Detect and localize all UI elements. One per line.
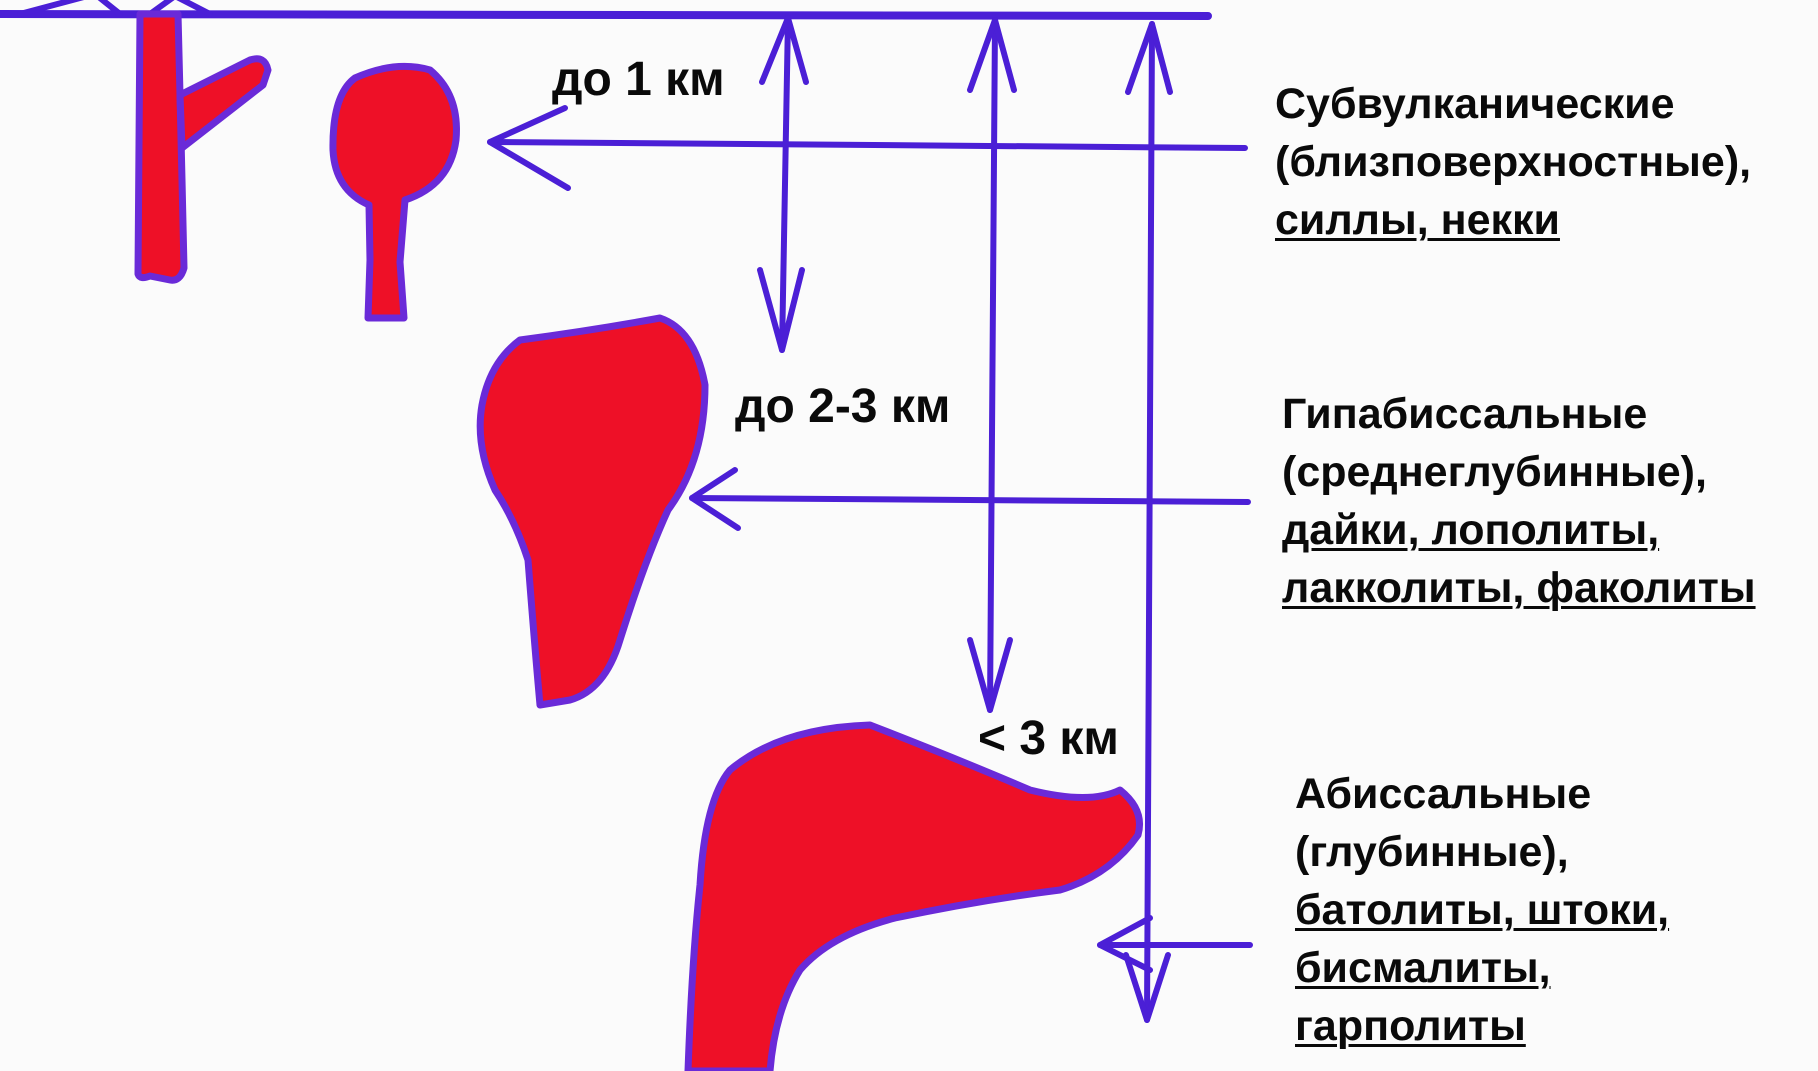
depth-label-3km: < 3 км — [978, 715, 1119, 763]
arrow-2-3km-shaft — [990, 20, 995, 710]
depth-label-2-3km: до 2-3 км — [735, 383, 950, 431]
class-hypabyssal: Гипабиссальные (среднеглубинные), дайки,… — [1282, 385, 1756, 617]
class-subvolcanic: Субвулканические (близповерхностные), си… — [1275, 75, 1751, 249]
class-subvolcanic-alt: (близповерхностные), — [1275, 133, 1751, 191]
class-subvolcanic-name: Субвулканические — [1275, 75, 1751, 133]
conduit-branch-body — [180, 59, 268, 148]
arrow-1km-head-top — [762, 18, 806, 82]
abyssal-body — [688, 725, 1140, 1071]
class-abyssal-alt: (глубинные), — [1295, 823, 1669, 881]
neck-body — [333, 66, 457, 318]
pointer-subvolcanic-line — [490, 142, 1245, 148]
pointer-subvolcanic-head — [490, 108, 568, 188]
volcanic-conduit-body — [138, 14, 184, 280]
class-abyssal: Абиссальные (глубинные), батолиты, штоки… — [1295, 765, 1669, 1055]
arrow-3km-shaft — [1147, 24, 1152, 1020]
class-hypabyssal-alt: (среднеглубинные), — [1282, 443, 1756, 501]
class-abyssal-name: Абиссальные — [1295, 765, 1669, 823]
hypabyssal-body — [480, 318, 705, 705]
arrow-1km-shaft — [782, 18, 788, 350]
class-abyssal-types-3: гарполиты — [1295, 997, 1669, 1055]
class-subvolcanic-types: силлы, некки — [1275, 191, 1751, 249]
class-hypabyssal-types-2: лакколиты, факолиты — [1282, 559, 1756, 617]
class-abyssal-types-2: бисмалиты, — [1295, 939, 1669, 997]
pointer-hypabyssal-line — [692, 498, 1248, 502]
class-abyssal-types-1: батолиты, штоки, — [1295, 881, 1669, 939]
depth-label-1km: до 1 км — [552, 56, 725, 104]
class-hypabyssal-name: Гипабиссальные — [1282, 385, 1756, 443]
class-hypabyssal-types-1: дайки, лополиты, — [1282, 501, 1756, 559]
